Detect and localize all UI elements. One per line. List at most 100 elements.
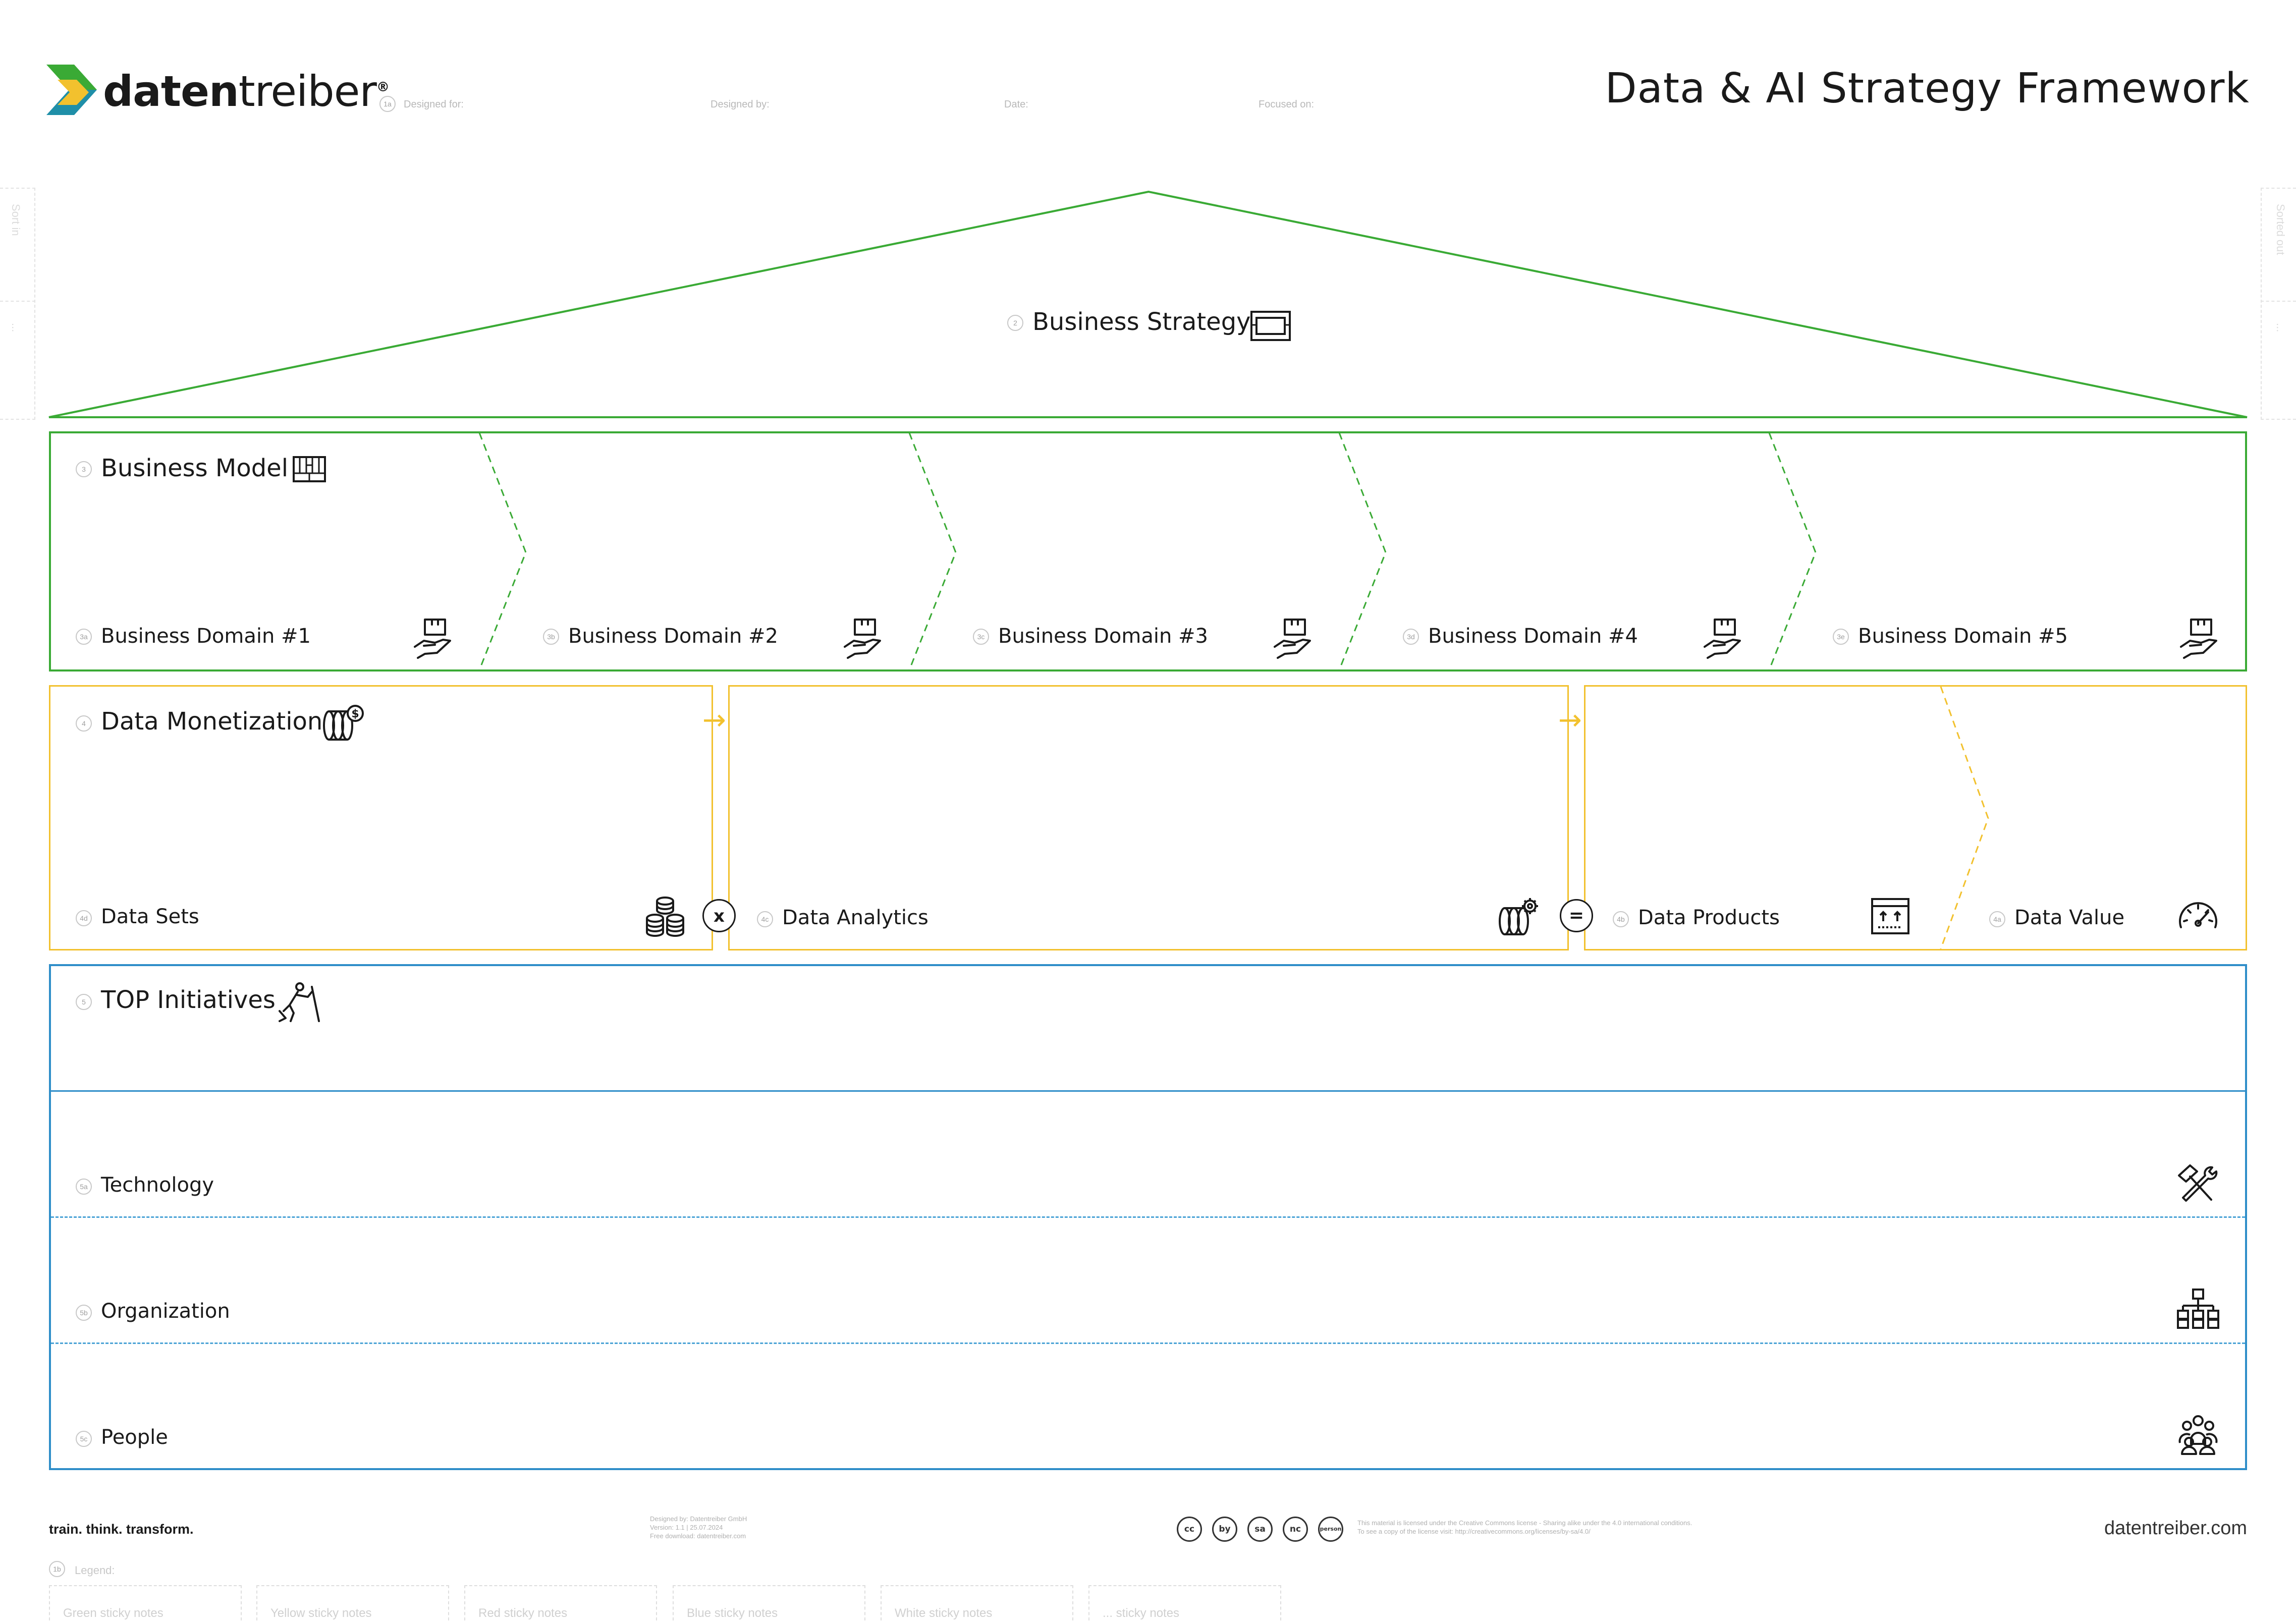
data-monetization-label: Data Monetization bbox=[101, 707, 323, 736]
top-initiatives-label: TOP Initiatives bbox=[101, 986, 276, 1014]
product-box-icon bbox=[1871, 898, 1909, 934]
sa-icon: sa bbox=[1247, 1517, 1273, 1542]
designer-info: Designed by: Datentreiber GmbH Version: … bbox=[650, 1515, 747, 1540]
business-domain-label: Business Domain #1 bbox=[101, 625, 311, 648]
people-number: 5c bbox=[76, 1431, 92, 1447]
cc-icon: cc bbox=[1177, 1517, 1202, 1542]
left-side-tab-frame bbox=[0, 188, 35, 420]
left-side-tab-divider bbox=[0, 301, 35, 302]
nc-icon: nc bbox=[1283, 1517, 1308, 1542]
business-domain-1[interactable]: 3a Business Domain #1 bbox=[71, 622, 454, 662]
left-side-tab-sort-in: Sort in bbox=[10, 204, 22, 236]
data-monetization-number: 4 bbox=[76, 715, 92, 732]
designed-for-number: 1a bbox=[379, 96, 396, 112]
svg-text:$: $ bbox=[351, 708, 359, 720]
business-domain-number: 3b bbox=[543, 629, 559, 645]
hand-box-icon bbox=[1274, 619, 1311, 659]
speedometer-icon bbox=[2179, 902, 2217, 928]
organization-people-divider bbox=[51, 1342, 2245, 1344]
business-model-canvas-icon bbox=[293, 456, 326, 482]
org-chart-icon bbox=[2177, 1289, 2219, 1329]
technology-label: Technology bbox=[101, 1173, 214, 1197]
right-side-tab-frame bbox=[2261, 188, 2296, 420]
data-sets-number: 4d bbox=[76, 910, 92, 926]
data-sets-label: Data Sets bbox=[101, 905, 199, 928]
business-model-label: Business Model bbox=[101, 454, 289, 482]
business-domain-number: 3d bbox=[1403, 629, 1419, 645]
business-domain-number: 3e bbox=[1833, 629, 1849, 645]
logo-arrow-icon bbox=[46, 65, 97, 115]
hand-box-icon bbox=[414, 619, 451, 659]
legend-number: 1b bbox=[49, 1561, 65, 1577]
business-domain-label: Business Domain #5 bbox=[1858, 625, 2068, 648]
legend-other-sticky[interactable]: ... sticky notes bbox=[1088, 1585, 1281, 1620]
legend-green-sticky[interactable]: Green sticky notes bbox=[49, 1585, 242, 1620]
business-strategy-number: 2 bbox=[1007, 315, 1023, 331]
coins-gear-icon bbox=[1499, 898, 1538, 935]
organization-number: 5b bbox=[76, 1305, 92, 1321]
left-side-tab-more: ... bbox=[10, 323, 22, 332]
business-domain-3[interactable]: 3c Business Domain #3 bbox=[968, 622, 1321, 662]
data-analytics-number: 4c bbox=[757, 911, 773, 927]
equals-operator: = bbox=[1560, 899, 1593, 932]
tools-icon bbox=[2178, 1164, 2218, 1202]
strategy-canvas-icon bbox=[1250, 311, 1291, 341]
organization-label: Organization bbox=[101, 1300, 230, 1323]
data-products-value-box[interactable] bbox=[1584, 685, 2247, 950]
business-domain-2[interactable]: 3b Business Domain #2 bbox=[538, 622, 891, 662]
data-sets-box[interactable] bbox=[49, 685, 713, 950]
license-line-1: This material is licensed under the Crea… bbox=[1357, 1519, 1692, 1527]
data-analytics-box[interactable] bbox=[728, 685, 1569, 950]
version-text: Version: 1.1 | 25.07.2024 bbox=[650, 1524, 723, 1531]
technology-row[interactable]: 5a Technology bbox=[71, 1167, 2240, 1208]
initiatives-header-divider bbox=[49, 1090, 2247, 1092]
person-pushing-icon bbox=[279, 982, 320, 1022]
technology-number: 5a bbox=[76, 1179, 92, 1195]
hand-box-icon bbox=[844, 619, 881, 659]
right-side-tab-divider bbox=[2261, 301, 2296, 302]
designed-for-field[interactable]: Designed for: bbox=[404, 99, 464, 110]
coins-dollar-icon: $ bbox=[323, 705, 364, 741]
free-download-text: Free download: datentreiber.com bbox=[650, 1532, 746, 1540]
arrow-to-products: → bbox=[1558, 704, 1582, 737]
legend-yellow-sticky[interactable]: Yellow sticky notes bbox=[256, 1585, 449, 1620]
hand-box-icon bbox=[2180, 619, 2217, 659]
logo-text-bold: daten bbox=[103, 67, 239, 116]
top-initiatives-section[interactable] bbox=[49, 964, 2247, 1470]
hand-box-icon bbox=[1704, 619, 1741, 659]
right-side-tab-sorted-out: Sorted out bbox=[2274, 204, 2287, 255]
license-line-2[interactable]: To see a copy of the license visit: http… bbox=[1357, 1528, 1591, 1535]
business-domain-4[interactable]: 3d Business Domain #4 bbox=[1398, 622, 1751, 662]
legend-label: Legend: bbox=[75, 1564, 115, 1577]
legend-red-sticky[interactable]: Red sticky notes bbox=[464, 1585, 657, 1620]
focused-on-field[interactable]: Focused on: bbox=[1259, 99, 1315, 110]
license-text: This material is licensed under the Crea… bbox=[1357, 1519, 1692, 1536]
data-products-number: 4b bbox=[1613, 911, 1629, 927]
business-domain-number: 3a bbox=[76, 629, 92, 645]
business-strategy-roof[interactable] bbox=[0, 0, 2296, 454]
top-initiatives-number: 5 bbox=[76, 994, 92, 1010]
legend-white-sticky[interactable]: White sticky notes bbox=[881, 1585, 1073, 1620]
people-label: People bbox=[101, 1426, 168, 1449]
business-domain-number: 3c bbox=[973, 629, 989, 645]
people-row[interactable]: 5c People bbox=[71, 1420, 2240, 1460]
registered-mark: ® bbox=[376, 80, 390, 95]
designed-by-field[interactable]: Designed by: bbox=[710, 99, 770, 110]
website-link[interactable]: datentreiber.com bbox=[2104, 1518, 2247, 1539]
data-products-label: Data Products bbox=[1638, 906, 1780, 929]
organization-row[interactable]: 5b Organization bbox=[71, 1294, 2240, 1334]
date-field[interactable]: Date: bbox=[1004, 99, 1028, 110]
technology-organization-divider bbox=[51, 1216, 2245, 1218]
data-value-number: 4a bbox=[1989, 911, 2005, 927]
tagline: train. think. transform. bbox=[49, 1522, 194, 1537]
designed-by-text: Designed by: Datentreiber GmbH bbox=[650, 1515, 747, 1523]
business-domain-label: Business Domain #4 bbox=[1428, 625, 1638, 648]
person-attribution-icon: person bbox=[1318, 1517, 1343, 1542]
by-icon: by bbox=[1212, 1517, 1237, 1542]
business-model-section[interactable] bbox=[49, 431, 2247, 671]
data-value-chevron bbox=[1940, 686, 1989, 949]
business-domain-5[interactable]: 3e Business Domain #5 bbox=[1828, 622, 2221, 662]
legend-blue-sticky[interactable]: Blue sticky notes bbox=[673, 1585, 865, 1620]
times-operator: x bbox=[702, 899, 736, 932]
business-strategy-label: Business Strategy bbox=[1032, 308, 1251, 336]
